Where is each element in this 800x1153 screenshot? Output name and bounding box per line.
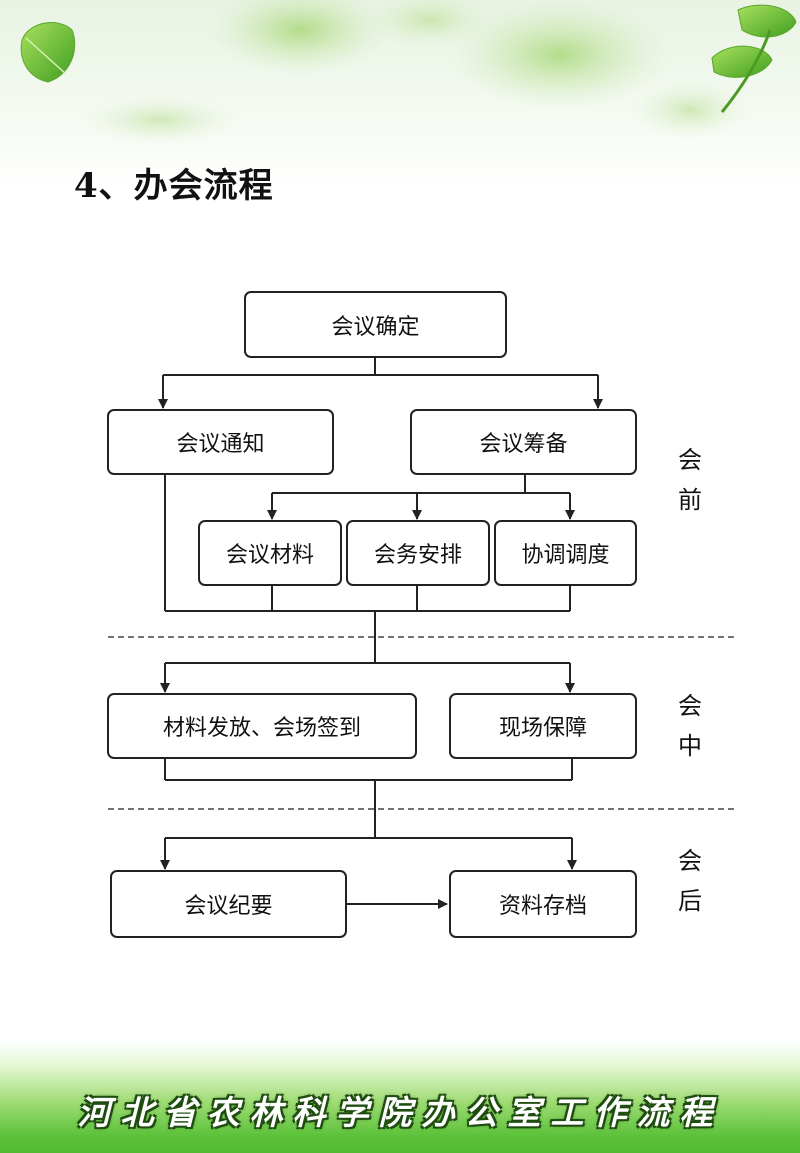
page-title: 4、办会流程 [74, 166, 274, 206]
box-meeting-arrangement: 会务安排 [346, 520, 490, 586]
box-distribution-signin: 材料发放、会场签到 [107, 693, 417, 759]
phase-after-char-2: 后 [678, 887, 702, 915]
box-coordination: 协调调度 [494, 520, 637, 586]
box-onsite-support: 现场保障 [449, 693, 637, 759]
phase-label-before: 会 前 [675, 440, 705, 520]
box-meeting-confirm: 会议确定 [244, 291, 507, 358]
footer-band [0, 1040, 800, 1153]
phase-label-after: 会 后 [675, 841, 705, 921]
box-meeting-prepare: 会议筹备 [410, 409, 637, 475]
flow-connectors [108, 357, 735, 909]
leaf-header-decoration [0, 0, 800, 190]
phase-during-char-1: 会 [678, 692, 702, 720]
phase-after-char-1: 会 [678, 847, 702, 875]
box-meeting-notice: 会议通知 [107, 409, 334, 475]
footer-title: 河北省农林科学院办公室工作流程 [77, 1093, 723, 1132]
box-meeting-minutes: 会议纪要 [110, 870, 347, 938]
box-meeting-materials: 会议材料 [198, 520, 342, 586]
phase-before-char-2: 前 [678, 486, 702, 514]
phase-during-char-2: 中 [678, 732, 702, 760]
phase-before-char-1: 会 [678, 446, 702, 474]
phase-label-during: 会 中 [675, 686, 705, 766]
box-archive: 资料存档 [449, 870, 637, 938]
